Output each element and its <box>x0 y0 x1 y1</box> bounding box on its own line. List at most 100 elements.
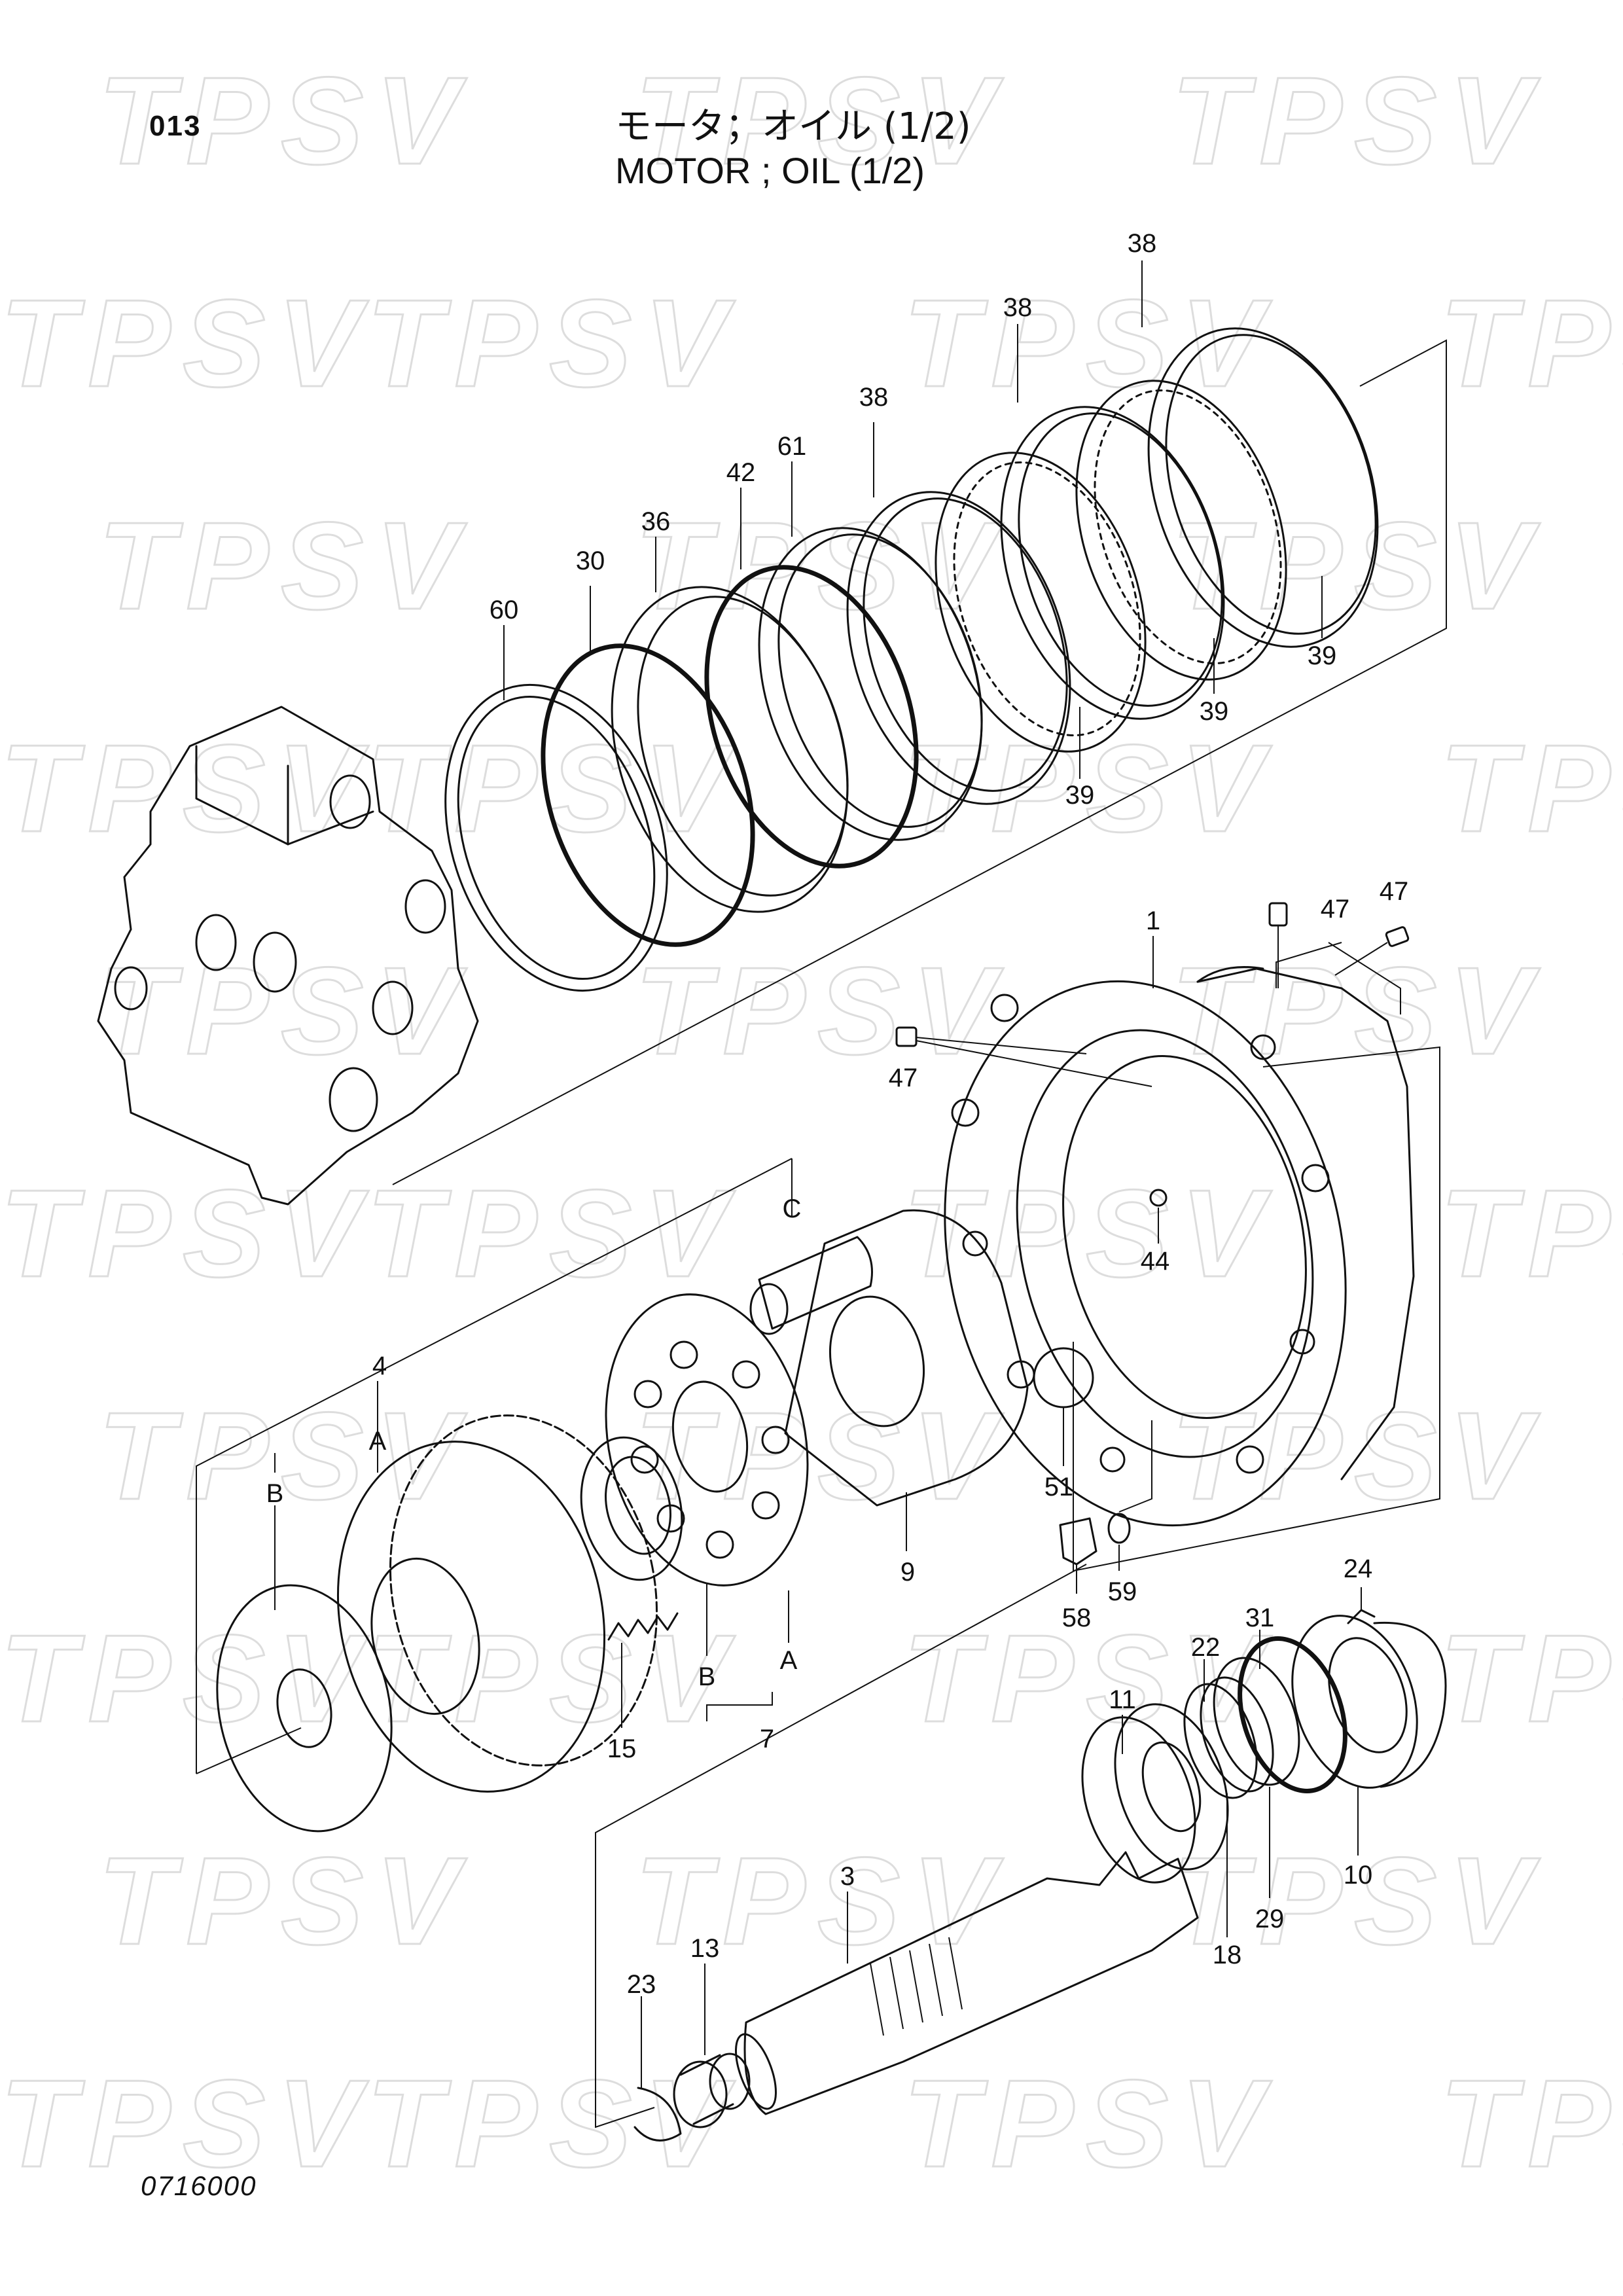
seal-cover-10-inner <box>1328 1637 1408 1753</box>
callout-B1: B <box>266 1479 284 1508</box>
housing-hole-8 <box>1301 1164 1330 1193</box>
callout-39c: 39 <box>1065 781 1095 810</box>
o-ring-59-leader <box>1118 1420 1152 1513</box>
valve-port-top <box>329 774 371 829</box>
svg-text:TPSV: TPSV <box>0 1609 372 1748</box>
svg-text:TPSV: TPSV <box>635 942 1007 1081</box>
svg-text:TPSV: TPSV <box>635 497 1007 636</box>
svg-text:TPSV: TPSV <box>98 497 470 636</box>
svg-text:TPSV: TPSV <box>1171 52 1543 190</box>
svg-text:TPSV: TPSV <box>1440 274 1623 413</box>
svg-text:TPSV: TPSV <box>1171 942 1543 1081</box>
svg-text:TPSV: TPSV <box>635 1387 1007 1526</box>
svg-text:TPSV: TPSV <box>903 1164 1275 1303</box>
snap-ring-24 <box>1373 1621 1447 1788</box>
valve-block <box>97 706 479 1206</box>
bushing-c <box>758 1236 873 1330</box>
callout-44: 44 <box>1141 1247 1170 1276</box>
cylinder-block-4-gear <box>389 1414 658 1767</box>
svg-text:TPSV: TPSV <box>635 1832 1007 1971</box>
housing-bracket-line <box>1073 942 1440 1572</box>
housing-hole-3 <box>962 1230 988 1257</box>
svg-text:TPSV: TPSV <box>98 52 470 190</box>
svg-text:TPSV: TPSV <box>1171 1832 1543 1971</box>
callout-B2: B <box>698 1662 716 1691</box>
retainer-hole-1 <box>669 1340 698 1369</box>
callout-59: 59 <box>1108 1577 1137 1606</box>
page-title-english: MOTOR ; OIL (1/2) <box>615 150 925 191</box>
swash-plate-9-bore <box>829 1295 925 1427</box>
ring-stack-group <box>392 327 1447 1185</box>
shaft-3-end <box>735 2033 777 2110</box>
callout-42: 42 <box>726 458 756 487</box>
callout-3: 3 <box>840 1862 855 1891</box>
callout-13: 13 <box>690 1934 720 1963</box>
svg-text:TPSV: TPSV <box>366 719 738 858</box>
callout-A2: A <box>780 1646 798 1675</box>
housing-hole-2 <box>951 1098 980 1127</box>
housing-port-44 <box>1149 1189 1168 1207</box>
callout-9: 9 <box>901 1558 915 1587</box>
callout-11: 11 <box>1109 1685 1136 1714</box>
callout-38a: 38 <box>1128 229 1157 258</box>
retainer-plate-7-center <box>671 1380 749 1493</box>
svg-text:TPSV: TPSV <box>366 2054 738 2193</box>
disc-39-a <box>935 452 1147 753</box>
callout-47a: 47 <box>1321 895 1350 924</box>
o-ring-30 <box>541 643 755 947</box>
retainer-plate-7 <box>605 1293 809 1587</box>
housing-top-edge <box>1196 966 1264 983</box>
callout-10: 10 <box>1344 1861 1373 1890</box>
cylinder-block-4 <box>336 1441 606 1793</box>
retainer-hole-3 <box>630 1445 659 1474</box>
watermark-layer: TPSV TPSV TPSV TPSV TPSV TPSV TPSV TPSV … <box>0 51 1623 2195</box>
svg-text:TPSV: TPSV <box>903 2054 1275 2193</box>
svg-text:TPSV: TPSV <box>1440 1609 1623 1748</box>
callout-18: 18 <box>1213 1941 1242 1969</box>
valve-block-outline <box>97 706 479 1206</box>
plug-47-c <box>895 1026 918 1047</box>
retainer-hole-5 <box>705 1530 734 1559</box>
svg-text:TPSV: TPSV <box>0 2054 372 2193</box>
housing-body <box>1196 967 1415 1480</box>
retainer-hole-8 <box>732 1360 760 1389</box>
ring-60-inner <box>457 695 656 980</box>
ball-51 <box>1033 1347 1094 1408</box>
housing-hole-1 <box>990 994 1019 1022</box>
callout-58: 58 <box>1062 1604 1092 1632</box>
svg-text:TPSV: TPSV <box>366 1164 738 1303</box>
svg-text:TPSV: TPSV <box>0 1164 372 1303</box>
callout-1: 1 <box>1146 906 1160 935</box>
drawing-number: 0716000 <box>141 2170 257 2201</box>
leader-lines <box>274 260 1362 2088</box>
cylinder-bracket-line <box>196 1158 793 1774</box>
svg-text:TPSV: TPSV <box>903 719 1275 858</box>
disc-39-b-teeth <box>1094 389 1282 665</box>
plug-47-c-leader <box>916 1037 1152 1087</box>
callout-47c: 47 <box>889 1064 918 1092</box>
callout-C: C <box>783 1194 802 1223</box>
callout-7: 7 <box>760 1725 774 1753</box>
housing-flange <box>944 980 1347 1527</box>
svg-text:TPSV: TPSV <box>98 942 470 1081</box>
valve-port-left <box>195 914 237 971</box>
valve-plate <box>216 1584 393 1833</box>
svg-text:TPSV: TPSV <box>98 1832 470 1971</box>
callout-4: 4 <box>372 1352 387 1380</box>
bearing-11-inner <box>1141 1741 1202 1833</box>
svg-text:TPSV: TPSV <box>98 1387 470 1526</box>
housing-bore-inner <box>1062 1055 1307 1419</box>
callout-39b: 39 <box>1200 697 1229 726</box>
svg-text:TPSV: TPSV <box>366 1609 738 1748</box>
leader-7-bracket <box>706 1692 773 1721</box>
cylinder-block-4-bore <box>370 1557 480 1715</box>
bushing-13-end <box>709 2053 751 2110</box>
page-title-japanese: モータ；オイル (1/2) <box>615 105 971 148</box>
plug-47-b <box>1385 926 1410 947</box>
o-ring-31 <box>1238 1636 1347 1793</box>
callout-38c: 38 <box>859 383 889 412</box>
callout-61: 61 <box>777 432 807 461</box>
plate-38-b <box>1000 406 1225 720</box>
callout-39a: 39 <box>1308 641 1337 670</box>
